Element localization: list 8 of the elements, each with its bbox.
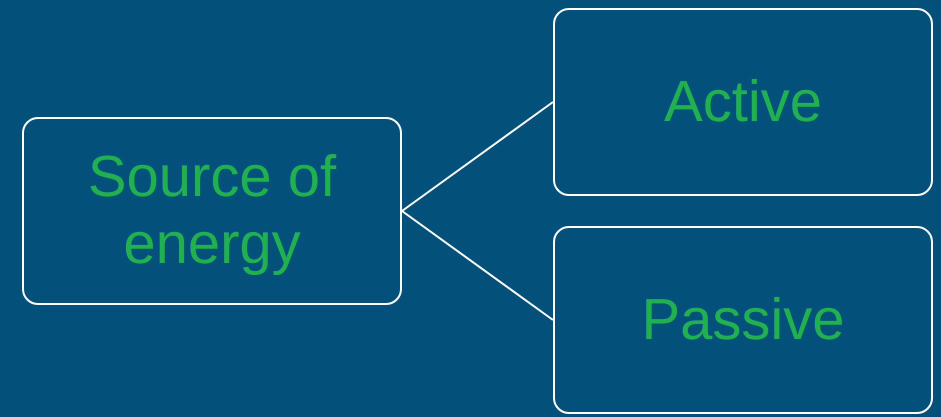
connector-line <box>401 101 554 212</box>
process-box <box>553 226 933 414</box>
node-label: Passive <box>641 286 845 354</box>
process-box <box>22 117 402 305</box>
connector-line <box>401 210 554 321</box>
node-label: Active <box>664 68 822 136</box>
process-box <box>553 8 933 196</box>
node-label: Source of energy <box>86 144 338 278</box>
